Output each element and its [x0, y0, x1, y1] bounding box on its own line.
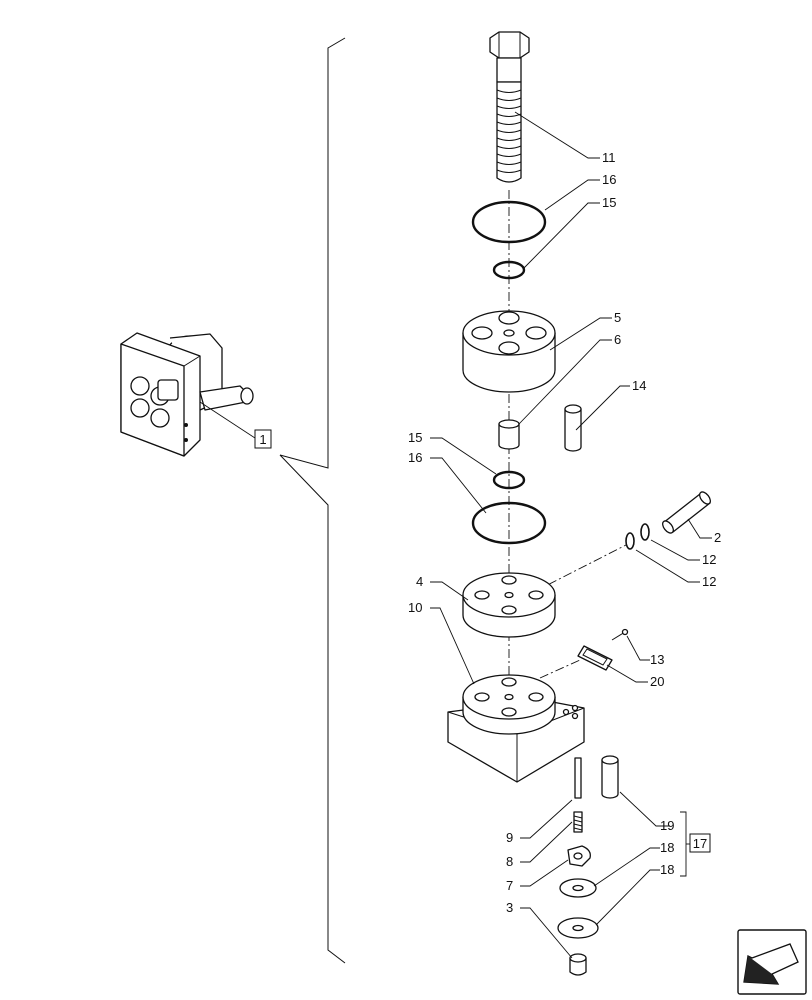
pin-19	[601, 755, 619, 799]
arrow-down-left-icon[interactable]	[737, 929, 807, 995]
label-20: 20	[650, 674, 664, 689]
label-5: 5	[614, 310, 621, 325]
washer-upper	[559, 878, 597, 898]
pin-9	[574, 757, 582, 799]
leader-lines	[430, 111, 712, 959]
label-3: 3	[506, 900, 513, 915]
valve-body	[447, 674, 585, 783]
plate-disc	[462, 572, 556, 638]
retaining-ring-b	[625, 532, 635, 550]
label-9: 9	[506, 830, 513, 845]
label-4: 4	[416, 574, 423, 589]
plug	[569, 953, 587, 976]
label-18-a: 18	[660, 840, 674, 855]
label-10: 10	[408, 600, 422, 615]
label-18-b: 18	[660, 862, 674, 877]
sleeve	[498, 419, 520, 450]
label-6: 6	[614, 332, 621, 347]
label-12-b: 12	[702, 574, 716, 589]
label-11: 11	[602, 150, 616, 165]
callout-box-17	[689, 833, 711, 853]
callout-box-1	[254, 429, 272, 449]
shaft	[662, 491, 711, 534]
o-ring-large-upper	[471, 200, 547, 244]
label-17: 17	[693, 836, 707, 851]
label-8: 8	[506, 854, 513, 869]
label-1: 1	[259, 432, 266, 447]
retaining-ring-a	[640, 523, 650, 541]
pin-upper	[564, 404, 582, 452]
label-14: 14	[632, 378, 646, 393]
label-16-lower: 16	[408, 450, 422, 465]
washer-lower	[557, 917, 599, 939]
label-7: 7	[506, 878, 513, 893]
plate-axis	[539, 659, 581, 679]
label-12-a: 12	[702, 552, 716, 567]
cam	[567, 845, 591, 867]
o-ring-large-lower	[471, 501, 547, 545]
spring	[573, 811, 583, 833]
bolt	[489, 31, 530, 183]
label-13: 13	[650, 652, 664, 667]
o-ring-small-upper	[492, 260, 526, 280]
label-16-upper: 16	[602, 172, 616, 187]
label-15-lower: 15	[408, 430, 422, 445]
assembly-bracket	[279, 37, 346, 964]
label-15-upper: 15	[602, 195, 616, 210]
assembled-valve-thumbnail	[120, 332, 256, 457]
nameplate	[577, 645, 613, 671]
label-19: 19	[660, 818, 674, 833]
o-ring-small-lower	[492, 470, 526, 490]
label-2: 2	[714, 530, 721, 545]
callout-labels: 1 11 16 15 5 6 14 15 16 2 12 12 4 10 13 …	[254, 150, 721, 915]
drive-screw	[611, 628, 629, 641]
housing-disc-upper	[462, 310, 556, 393]
